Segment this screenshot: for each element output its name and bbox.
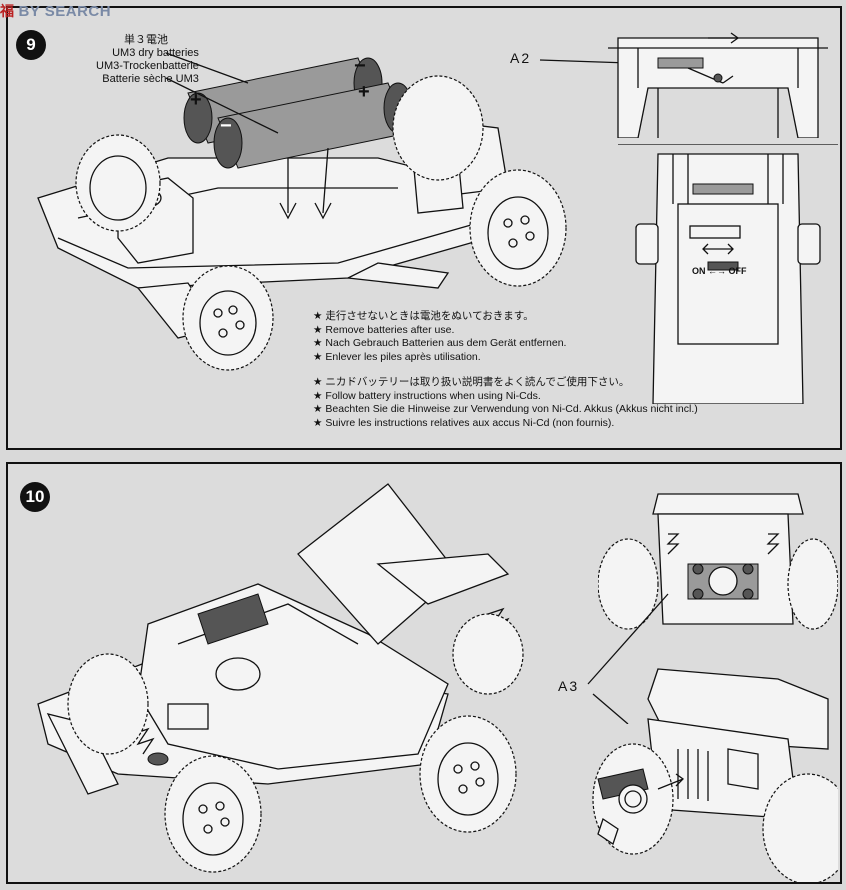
body-illustration xyxy=(37,483,524,873)
note-nicd-fr: Suivre les instructions relatives aux ac… xyxy=(313,417,698,431)
wheel-front-right xyxy=(469,169,567,287)
wheel-rear-left xyxy=(67,653,149,755)
switch-on-off-label: ON ←→ OFF xyxy=(692,266,747,276)
step-9-panel: 9 単３電池 UM3 dry batteries UM3-Trockenbatt… xyxy=(6,6,842,450)
watermark: 福 BY SEARCH xyxy=(0,0,111,22)
step-number: 10 xyxy=(20,482,50,512)
note-remove-fr: Enlever les piles après utilisation. xyxy=(313,351,698,365)
wheel-front-right xyxy=(419,715,517,833)
note-remove-jp: 走行させないときは電池をぬいておきます。 xyxy=(313,310,698,324)
watermark-text: BY SEARCH xyxy=(18,2,112,20)
step-number: 9 xyxy=(16,30,46,60)
note-nicd-de: Beachten Sie die Hinweise zur Verwendung… xyxy=(313,403,697,417)
switch-detail-top xyxy=(539,32,828,138)
wheel-rear-left xyxy=(75,134,161,232)
battery-label-en: UM3 dry batteries xyxy=(112,47,199,59)
note-nicd-jp: ニカドバッテリーは取り扱い説明書をよく読んでご使用下さい。 xyxy=(313,376,698,390)
wheel-rear-right xyxy=(392,75,484,181)
note-remove-de: Nach Gebrauch Batterien aus dem Gerät en… xyxy=(313,337,698,351)
battery-plus-sign-1: + xyxy=(190,89,202,111)
battery-plus-sign-2: + xyxy=(358,81,370,103)
battery-minus-sign-2: − xyxy=(220,115,232,137)
battery-notes: 走行させないときは電池をぬいておきます。 Remove batteries af… xyxy=(313,310,698,431)
battery-label-jp: 単３電池 xyxy=(124,34,168,46)
step-10-panel: 10 xyxy=(6,462,842,884)
note-nicd-en: Follow battery instructions when using N… xyxy=(313,390,698,404)
callout-a3-leaders xyxy=(587,593,669,724)
chassis-illustration xyxy=(37,52,567,371)
callout-a2: A2 xyxy=(510,50,532,66)
watermark-logo: 福 xyxy=(0,3,15,19)
wheel-rear-right xyxy=(452,613,524,695)
battery-minus-sign-1: − xyxy=(354,55,366,77)
note-remove-en: Remove batteries after use. xyxy=(313,324,698,338)
callout-a3: A3 xyxy=(558,678,580,694)
rear-bumper-detail-top xyxy=(598,493,838,630)
wheel-front-left xyxy=(182,265,274,371)
battery-label-de: UM3-Trockenbatterie xyxy=(96,60,199,72)
rear-bumper-detail-bottom xyxy=(592,668,838,882)
wheel-front-left xyxy=(164,755,262,873)
